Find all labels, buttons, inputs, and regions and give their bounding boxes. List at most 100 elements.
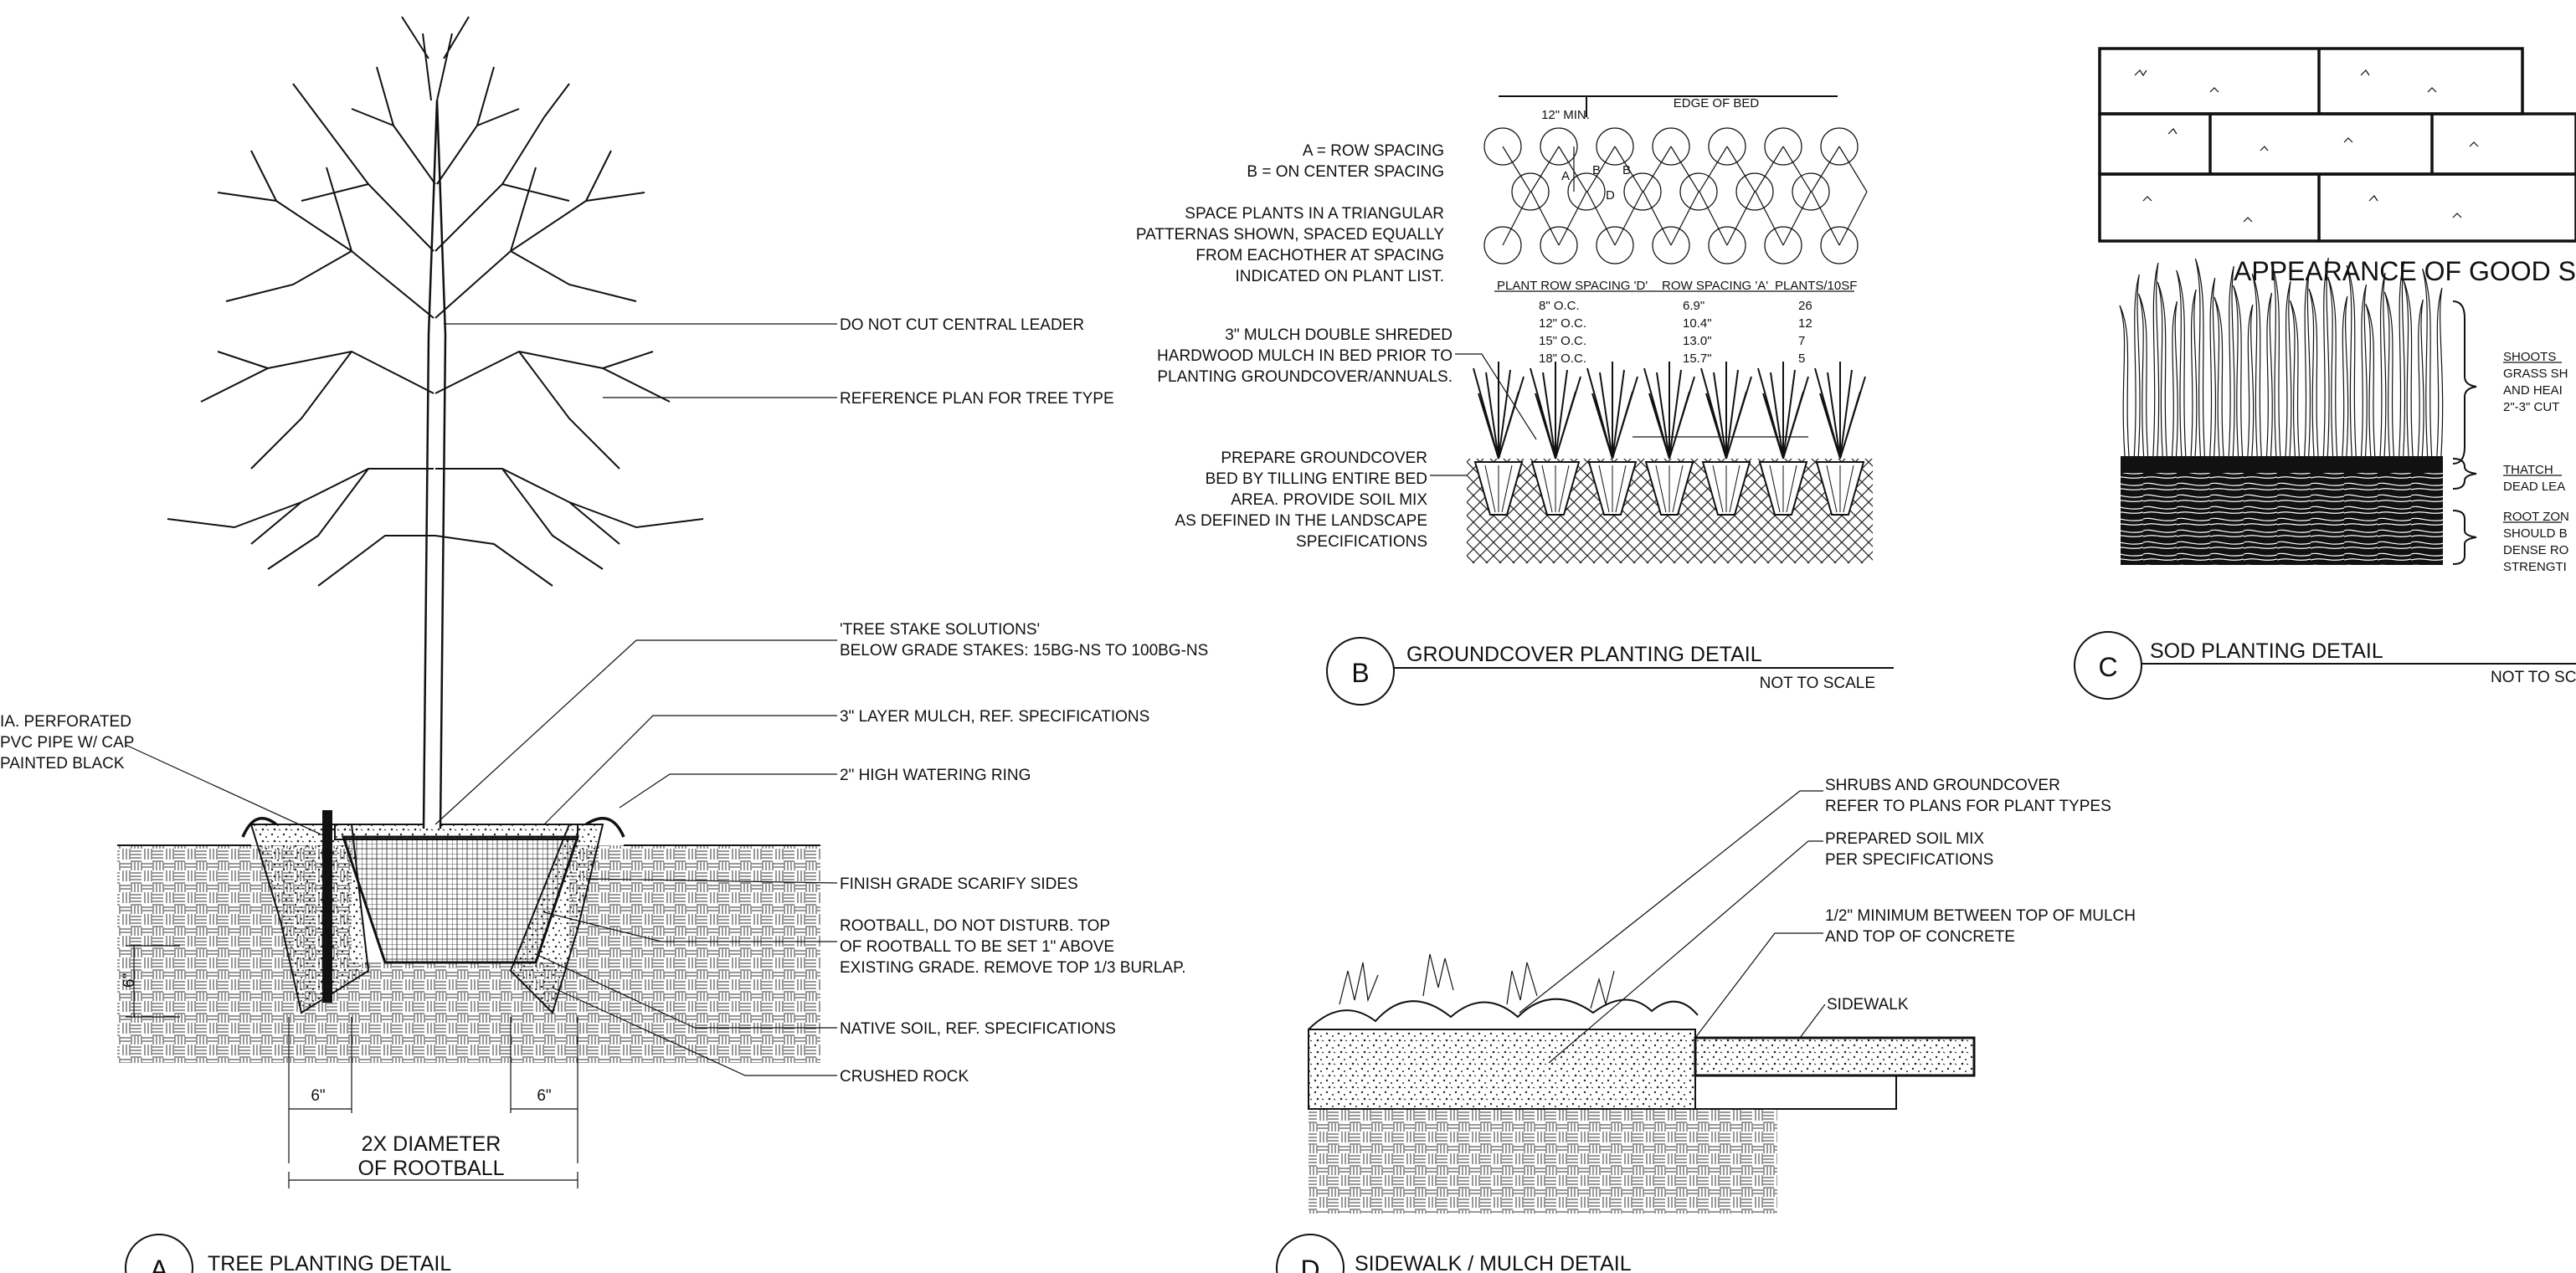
bed-note-line-2: BED BY TILLING ENTIRE BED [1206,470,1427,488]
grass-blade [2403,280,2414,457]
grass-blade [2422,268,2433,457]
shoots-line-3: AND HEAI [2503,383,2563,398]
callout-mulch-layer: 3" LAYER MULCH, REF. SPECIFICATIONS [840,708,1149,726]
pattern-note-line-2: PATTERNAS SHOWN, SPACED EQUALLY [1136,226,1444,244]
root-zone-line-4: STRENGTI [2503,560,2567,574]
min-label: 12" MIN. [1541,108,1590,122]
grass-blade [2176,269,2187,457]
rootball [341,835,580,964]
plant-position-circle [1679,172,1718,211]
grass-blade [2399,260,2406,457]
pattern-note-line-1: SPACE PLANTS IN A TRIANGULAR [1185,205,1444,223]
callout-stake-line-1: 'TREE STAKE SOLUTIONS' [840,621,1040,639]
grass-blade [2157,281,2167,457]
edge-of-bed-line [1499,95,1838,117]
grass-blade [2133,274,2141,457]
table-header-spacing-d: PLANT ROW SPACING 'D' [1497,279,1648,293]
detail-c-letter: C [2098,652,2117,682]
grass-blade [2322,257,2330,457]
shoots-line-4: 2"-3" CUT [2503,400,2559,414]
detail-a-circle [125,1234,193,1273]
native-soil-right [569,845,820,1063]
plant-position-circle [1540,226,1578,264]
callout-crushed-rock: CRUSHED ROCK [840,1068,969,1086]
callout-pipe-line-2: PVC PIPE W/ CAP [0,734,134,752]
detail-d-letter: D [1300,1255,1319,1273]
grass-blade [2251,273,2262,457]
grass-blade [2228,265,2235,457]
plant-position-circle [1820,226,1859,264]
table-cell: 10.4" [1683,316,1712,331]
table-cell: 5 [1798,352,1805,366]
grass-blade [2171,300,2178,457]
table-cell: 13.0" [1683,334,1712,348]
callout-pipe-line-1: IA. PERFORATED [0,713,131,731]
table-cell: 6.9" [1683,299,1704,313]
callout-rootball-line-1: ROOTBALL, DO NOT DISTURB. TOP [840,917,1110,935]
pattern-note-line-3: FROM EACHOTHER AT SPACING [1195,247,1444,264]
sidewalk-leader-lines [1519,790,1826,1064]
grid-mark-d: D [1606,188,1615,203]
watering-ring [241,816,625,838]
tree-dimension-lines [126,945,578,1188]
spacing-line [1643,146,1672,246]
plant-position-circle [1623,172,1662,211]
spacing-line [1755,146,1784,246]
spacing-line [1726,146,1756,246]
mulch-note-line-1: 3" MULCH DOUBLE SHREDED [1225,326,1453,344]
groundcover-plants [1473,362,1866,516]
root-zone-line-1: ROOT ZON [2503,510,2569,524]
table-cell: 12 [1798,316,1812,331]
plant-position-circle [1708,226,1746,264]
plant-position-circle [1764,127,1802,166]
callout-soil-line-1: PREPARED SOIL MIX [1825,830,1984,848]
grass-blade [2265,292,2273,457]
callout-sidewalk: SIDEWALK [1827,996,1909,1014]
table-header-plants: PLANTS/10SF [1775,279,1857,293]
bed-note-line-4: AS DEFINED IN THE LANDSCAPE [1175,512,1427,530]
sod-appearance-label: APPEARANCE OF GOOD S [2234,256,2576,286]
shrub-scribbles [1339,953,1615,1009]
plant-position-circle [1792,172,1830,211]
groundcover-plant [1643,362,1695,516]
thatch-line-2: DEAD LEA [2503,480,2565,494]
callout-rootball-line-3: EXISTING GRADE. REMOVE TOP 1/3 BURLAP. [840,959,1186,977]
grass-blade [2417,299,2424,457]
bed-note-line-3: AREA. PROVIDE SOIL MIX [1231,491,1427,509]
callout-shrubs-line-1: SHRUBS AND GROUNDCOVER [1825,777,2060,794]
plant-position-circle [1596,226,1634,264]
plant-position-circle [1483,226,1522,264]
plant-position-circle [1483,127,1522,166]
detail-b-letter: B [1351,658,1369,688]
sidewalk-base [1694,1075,1897,1110]
sidewalk-slab [1694,1036,1976,1077]
spacing-line [1670,146,1699,246]
grass-blade [2119,305,2130,457]
grass-blade [2327,276,2338,457]
callout-pipe-line-3: PAINTED BLACK [0,755,125,773]
grass-blade [2289,300,2300,457]
root-zone-line-3: DENSE RO [2503,543,2568,557]
dim-right: 6" [537,1087,551,1105]
tree-planting-detail: DO NOT CUT CENTRAL LEADER REFERENCE PLAN… [0,16,1208,1273]
grass-blade [2308,288,2319,457]
dim-left: 6" [311,1087,325,1105]
bed-note-line-5: SPECIFICATIONS [1296,533,1427,551]
grass-blade [2152,262,2160,457]
table-cell: 12" O.C. [1539,316,1586,331]
groundcover-detail-title: GROUNDCOVER PLANTING DETAIL [1406,643,1762,666]
sod-shoots [2119,257,2444,457]
tree-trunk [422,100,447,829]
plant-position-circle [1511,172,1550,211]
groundcover-plant [1530,362,1581,516]
table-cell: 15.7" [1683,352,1712,366]
spacing-line [1811,146,1840,246]
root-zone [2121,473,2443,565]
grass-blade [2233,285,2244,457]
grass-blade [2194,258,2205,457]
prepared-soil [1308,1029,1696,1110]
groundcover-plant [1700,362,1752,516]
legend-row-spacing: A = ROW SPACING [1303,142,1444,160]
detail-d-circle [1276,1234,1345,1273]
callout-mulch-line-2: AND TOP OF CONCRETE [1825,928,2015,946]
